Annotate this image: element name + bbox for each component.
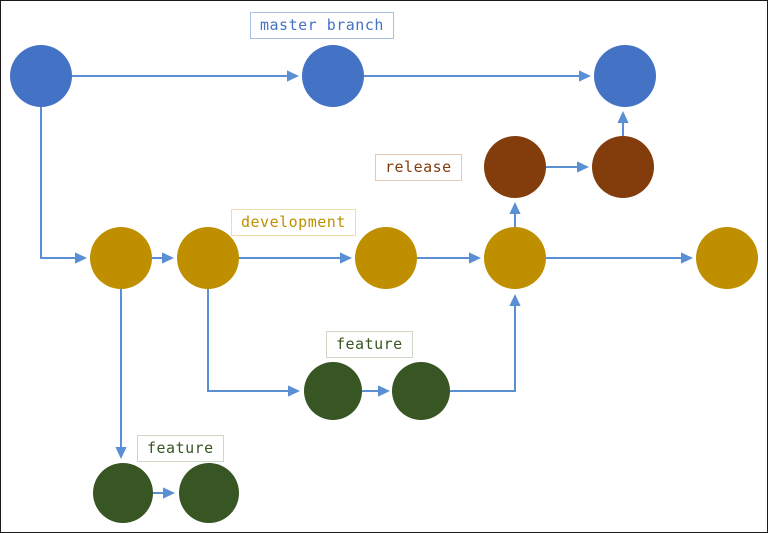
master-commit-2[interactable]	[302, 45, 364, 107]
release-commit-2[interactable]	[592, 136, 654, 198]
connector-development-2-to-feature-upper-1	[207, 289, 300, 397]
development-commit-3[interactable]	[355, 227, 417, 289]
label-feature-lower: feature	[137, 435, 224, 462]
development-commit-4[interactable]	[484, 227, 546, 289]
master-commit-3[interactable]	[594, 45, 656, 107]
release-commit-1[interactable]	[484, 136, 546, 198]
connector-layer	[40, 70, 693, 499]
feature-lower-commit-1[interactable]	[93, 463, 153, 523]
feature-upper-commit-2[interactable]	[392, 362, 450, 420]
development-commit-5[interactable]	[696, 227, 758, 289]
development-commit-1[interactable]	[90, 227, 152, 289]
development-commit-2[interactable]	[177, 227, 239, 289]
commit-node-layer	[10, 45, 758, 523]
feature-lower-commit-2[interactable]	[179, 463, 239, 523]
label-development: development	[231, 209, 356, 236]
label-release: release	[375, 154, 462, 181]
feature-upper-commit-1[interactable]	[304, 362, 362, 420]
master-commit-1[interactable]	[10, 45, 72, 107]
label-master-branch: master branch	[250, 12, 394, 39]
label-feature-upper: feature	[326, 331, 413, 358]
connector-master-1-to-development-1	[40, 107, 87, 264]
connector-feature-upper-2-to-development-4	[450, 294, 521, 392]
